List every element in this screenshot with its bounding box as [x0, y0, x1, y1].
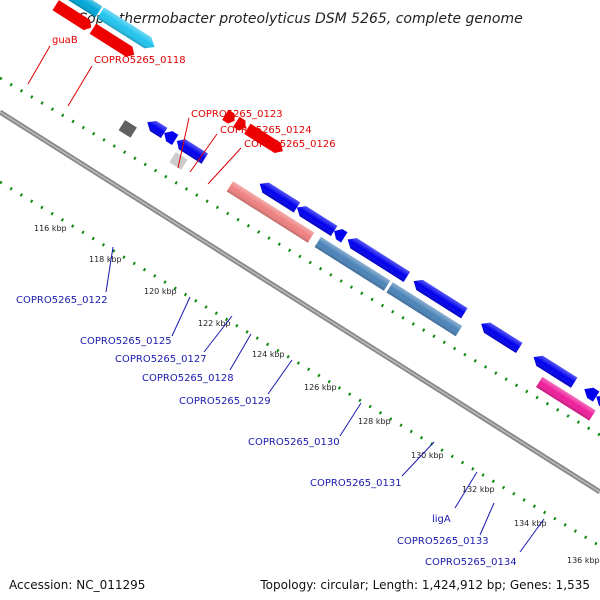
tick-122-kbp: 122 kbp: [198, 319, 231, 328]
gene-copro5265-0133-block[interactable]: [581, 384, 600, 402]
label-liga[interactable]: ligA: [432, 514, 451, 525]
gene-copro5265-0129-band[interactable]: [386, 282, 463, 337]
tick-120-kbp: 120 kbp: [144, 287, 177, 296]
tick-126-kbp: 126 kbp: [304, 383, 337, 392]
gene-liga-block[interactable]: [530, 352, 578, 388]
label-copro5265-0128[interactable]: COPRO5265_0128: [142, 373, 234, 384]
gene-copro5265-0127-block[interactable]: [294, 202, 338, 237]
label-copro5265-0129[interactable]: COPRO5265_0129: [179, 396, 271, 407]
gene-copro5265-0128-block[interactable]: [331, 226, 348, 243]
gene-red-forward-2[interactable]: [89, 23, 138, 60]
tick-labels: 116 kbp 118 kbp 120 kbp 122 kbp 124 kbp …: [34, 224, 600, 565]
gene-copro5265-0125-block[interactable]: [257, 179, 301, 213]
label-copro5265-0130[interactable]: COPRO5265_0130: [248, 437, 340, 448]
bottom-gene-labels: COPRO5265_0122 COPRO5265_0125 COPRO5265_…: [16, 246, 545, 568]
label-copro5265-0123[interactable]: COPRO5265_0123: [191, 109, 283, 120]
tick-124-kbp: 124 kbp: [252, 350, 285, 359]
gene-red-forward-1[interactable]: [52, 0, 94, 33]
outer-dotted-track: [0, 76, 600, 437]
tick-128-kbp: 128 kbp: [358, 417, 391, 426]
gene-gray-light[interactable]: [169, 152, 188, 170]
gene-copro5265-0124[interactable]: [233, 116, 249, 133]
genome-backbone: [0, 109, 600, 495]
gene-liga-band[interactable]: [536, 376, 596, 421]
gene-copro5265-0118[interactable]: [97, 7, 158, 52]
gene-copro5265-0119[interactable]: [144, 117, 168, 139]
label-guab[interactable]: guaB: [52, 35, 78, 46]
label-copro5265-0125[interactable]: COPRO5265_0125: [80, 336, 172, 347]
gene-copro5265-0125-band[interactable]: [226, 181, 315, 243]
gene-copro5265-0131-block[interactable]: [478, 319, 523, 354]
gene-copro5265-0123[interactable]: [222, 109, 238, 126]
tick-118-kbp: 118 kbp: [89, 255, 122, 264]
gene-copro5265-0120[interactable]: [161, 128, 179, 146]
gene-gray-dark[interactable]: [118, 120, 137, 138]
label-copro5265-0133[interactable]: COPRO5265_0133: [397, 536, 489, 547]
label-copro5265-0122[interactable]: COPRO5265_0122: [16, 295, 108, 306]
genome-summary-text: Topology: circular; Length: 1,424,912 bp…: [260, 578, 590, 592]
label-copro5265-0134[interactable]: COPRO5265_0134: [425, 557, 517, 568]
label-copro5265-0118[interactable]: COPRO5265_0118: [94, 55, 186, 66]
tick-116-kbp: 116 kbp: [34, 224, 67, 233]
gene-guab[interactable]: [61, 0, 103, 18]
gene-copro5265-0130-block[interactable]: [410, 276, 468, 319]
top-gene-labels: guaB COPRO5265_0118 COPRO5265_0123 COPRO…: [27, 35, 336, 185]
tick-134-kbp: 134 kbp: [514, 519, 547, 528]
tick-132-kbp: 132 kbp: [462, 485, 495, 494]
tick-130-kbp: 130 kbp: [411, 451, 444, 460]
accession-text: Accession: NC_011295: [9, 578, 146, 592]
map-title: Coprothermobacter proteolyticus DSM 5265…: [77, 11, 522, 27]
gene-copro5265-0126[interactable]: [244, 123, 286, 157]
gene-copro5265-0128-band[interactable]: [314, 236, 391, 291]
gene-copro5265-0129-block[interactable]: [344, 234, 411, 282]
label-copro5265-0126[interactable]: COPRO5265_0126: [244, 139, 336, 150]
label-copro5265-0124[interactable]: COPRO5265_0124: [220, 125, 312, 136]
label-copro5265-0131[interactable]: COPRO5265_0131: [310, 478, 402, 489]
tick-136-kbp: 136 kbp: [567, 556, 600, 565]
label-copro5265-0127[interactable]: COPRO5265_0127: [115, 354, 207, 365]
